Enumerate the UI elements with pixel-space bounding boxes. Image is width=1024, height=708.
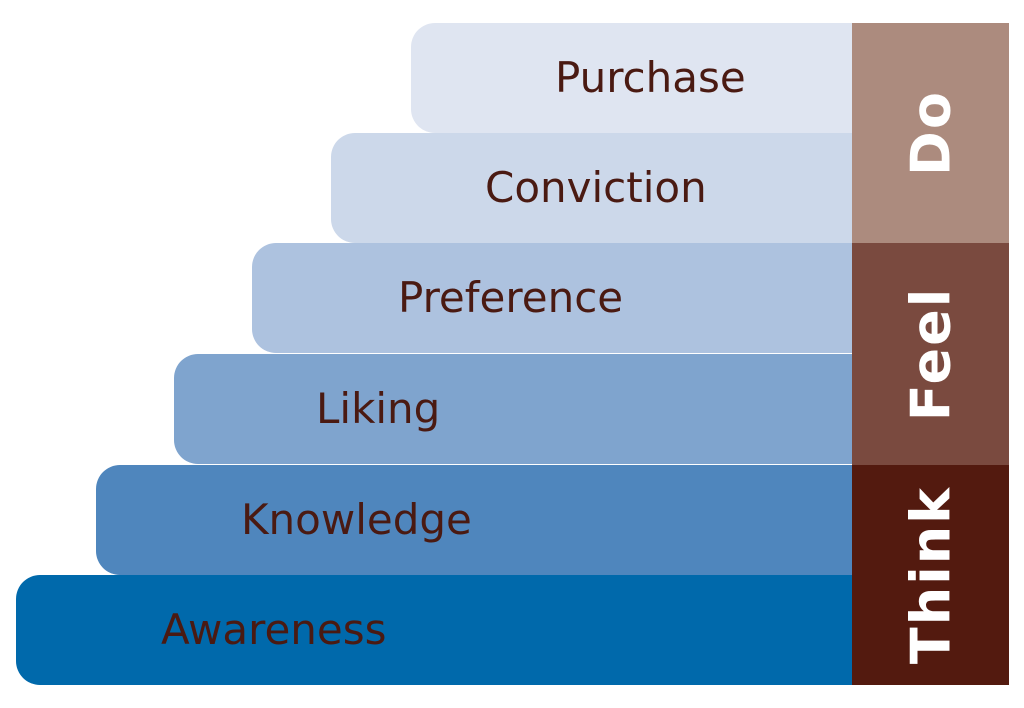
phase-band-feel: Feel	[852, 243, 1009, 465]
step-preference: Preference	[252, 243, 852, 353]
step-label-awareness: Awareness	[161, 605, 387, 654]
step-purchase: Purchase	[411, 23, 852, 133]
step-knowledge: Knowledge	[96, 465, 852, 575]
step-label-preference: Preference	[398, 273, 624, 322]
step-conviction: Conviction	[331, 133, 852, 243]
step-label-conviction: Conviction	[485, 163, 707, 212]
phase-band-think: Think	[852, 465, 1009, 685]
step-label-purchase: Purchase	[555, 53, 746, 102]
phase-label-think: Think	[899, 485, 962, 665]
phase-label-feel: Feel	[899, 286, 962, 422]
step-liking: Liking	[174, 354, 852, 464]
phase-label-do: Do	[899, 90, 962, 176]
step-awareness: Awareness	[16, 575, 852, 685]
step-label-liking: Liking	[316, 384, 441, 433]
phase-band-do: Do	[852, 23, 1009, 243]
step-label-knowledge: Knowledge	[241, 495, 472, 544]
